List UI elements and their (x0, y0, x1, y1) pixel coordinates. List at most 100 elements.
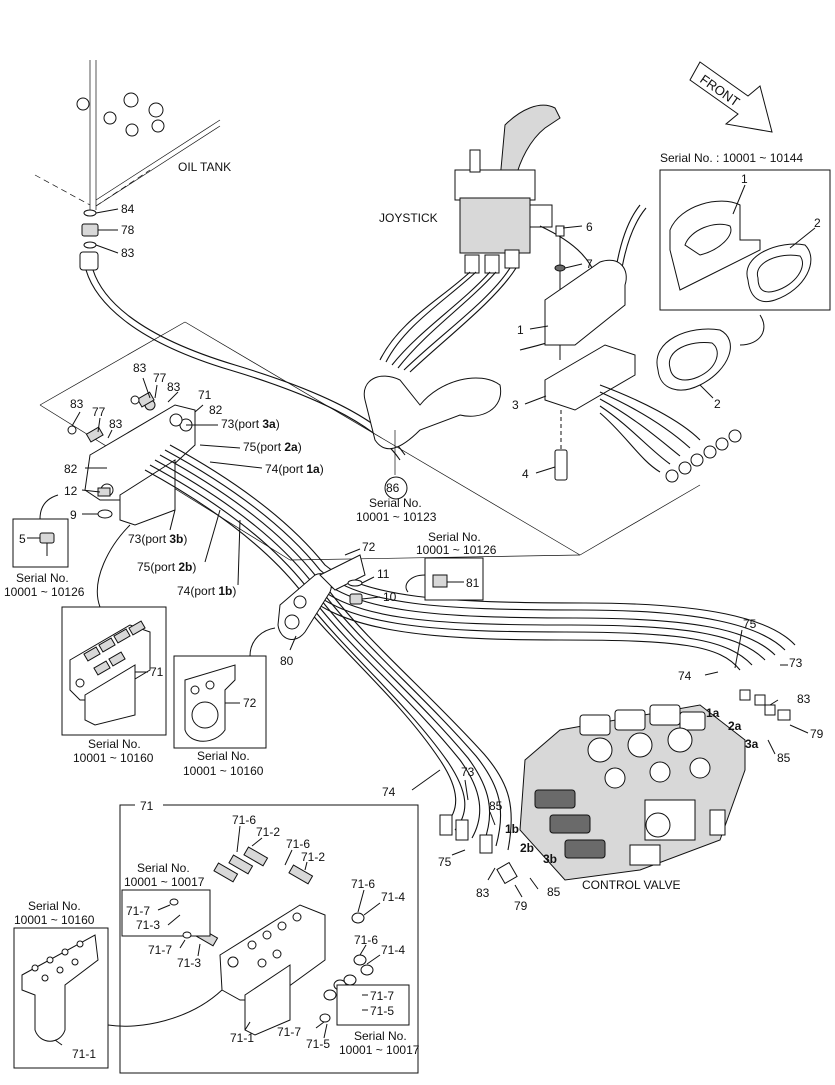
callout-79: 79 (810, 727, 824, 741)
serial-81-a: Serial No. (428, 530, 481, 544)
callout-6: 6 (586, 220, 593, 234)
callout-71-6: 71-6 (232, 813, 256, 827)
callout-85: 85 (777, 751, 791, 765)
callout-2-inset: 2 (814, 216, 821, 230)
hose-bundle (144, 444, 796, 851)
callout-85: 85 (489, 799, 503, 813)
serial-72-cap: Serial No. (197, 749, 250, 763)
callout-79: 79 (514, 899, 528, 913)
serial-71-val: 10001 ~ 10160 (73, 751, 154, 765)
joystick-label: JOYSTICK (379, 211, 438, 225)
port-3b: 3b (543, 852, 557, 866)
callout-71-6: 71-6 (286, 837, 310, 851)
callout-71-4: 71-4 (381, 943, 405, 957)
callout-4: 4 (522, 467, 529, 481)
serial-5-a: Serial No. (16, 571, 69, 585)
serial-711-b: 10001 ~ 10160 (14, 913, 95, 927)
callout-84: 84 (121, 202, 135, 216)
port-1b: 1b (505, 822, 519, 836)
upper-left-callouts (71, 377, 263, 586)
port-label-73-3b: 73(port 3b) (128, 532, 187, 546)
item-71-title: 71 (140, 799, 154, 813)
port-2a: 2a (728, 719, 742, 733)
callout-82: 82 (64, 462, 78, 476)
callout-3: 3 (512, 398, 519, 412)
port-label-75-2a: 75(port 2a) (243, 440, 302, 454)
serial-86-b: 10001 ~ 10123 (356, 510, 437, 524)
callout-73: 73 (789, 656, 803, 670)
serial-7175-box (336, 984, 410, 1026)
serial-7175-a: Serial No. (354, 1029, 407, 1043)
callout-83: 83 (70, 397, 84, 411)
serial-7175-b: 10001 ~ 10017 (339, 1043, 420, 1057)
front-arrow-icon (689, 61, 773, 133)
callout-11: 11 (377, 567, 390, 581)
serial-5-b: 10001 ~ 10126 (4, 585, 85, 599)
callout-71-7: 71-7 (370, 989, 394, 1003)
callout-72: 72 (362, 540, 376, 554)
callout-77: 77 (153, 371, 167, 385)
callout-12: 12 (64, 484, 78, 498)
callout-78: 78 (121, 223, 135, 237)
callout-10: 10 (383, 590, 397, 604)
serial-71-cap: Serial No. (88, 737, 141, 751)
serial-86-a: Serial No. (369, 496, 422, 510)
callout-71-2: 71-2 (301, 850, 325, 864)
callout-5: 5 (19, 532, 26, 546)
callout-2: 2 (714, 397, 721, 411)
callout-1-inset: 1 (741, 172, 748, 186)
callout-71: 71 (198, 388, 212, 402)
fitting-bracket-71 (67, 391, 196, 526)
joystick-assembly (379, 104, 647, 373)
oil-tank-label: OIL TANK (178, 160, 231, 174)
callout-7: 7 (586, 257, 593, 271)
serial-10144: Serial No. : 10001 ~ 10144 (660, 151, 803, 165)
callout-71-7: 71-7 (148, 943, 172, 957)
callout-1: 1 (517, 323, 524, 337)
callout-75: 75 (438, 855, 452, 869)
callout-71-4: 71-4 (381, 890, 405, 904)
callout-9: 9 (70, 508, 77, 522)
callout-83: 83 (133, 361, 147, 375)
serial-7173-box (121, 889, 211, 937)
port-label-75-2b: 75(port 2b) (137, 560, 196, 574)
callout-86: 86 (386, 481, 400, 495)
callout-80: 80 (280, 654, 294, 668)
port-1a: 1a (706, 706, 720, 720)
callout-74: 74 (382, 785, 396, 799)
callout-81: 81 (466, 576, 480, 590)
port-label-74-1b: 74(port 1b) (177, 584, 236, 598)
serial-7173-b: 10001 ~ 10017 (124, 875, 205, 889)
control-valve (519, 689, 791, 881)
callout-83: 83 (109, 417, 123, 431)
callout-83: 83 (476, 886, 490, 900)
callout-83: 83 (121, 246, 135, 260)
callout-71-6: 71-6 (354, 933, 378, 947)
callout-71-2: 71-2 (256, 825, 280, 839)
callout-74: 74 (678, 669, 692, 683)
callout-71-7: 71-7 (126, 904, 150, 918)
port-2b: 2b (520, 841, 534, 855)
callout-83: 83 (797, 692, 811, 706)
port-3a: 3a (745, 737, 759, 751)
callout-71-7: 71-7 (277, 1025, 301, 1039)
callout-72: 72 (243, 696, 257, 710)
callout-85: 85 (547, 885, 561, 899)
callout-71-5: 71-5 (370, 1004, 394, 1018)
callout-71-1: 71-1 (72, 1047, 96, 1061)
callout-71-6: 71-6 (351, 877, 375, 891)
callout-71: 71 (150, 665, 164, 679)
callout-83: 83 (167, 380, 181, 394)
callout-77: 77 (92, 405, 106, 419)
serial-72-val: 10001 ~ 10160 (183, 764, 264, 778)
oil-tank (34, 60, 221, 210)
callout-73: 73 (461, 765, 475, 779)
bracket-assembly (544, 225, 742, 483)
serial-81-b: 10001 ~ 10126 (416, 543, 497, 557)
serial-7173-a: Serial No. (137, 861, 190, 875)
callout-71-3: 71-3 (136, 918, 160, 932)
serial-711-a: Serial No. (28, 899, 81, 913)
port-label-73-3a: 73(port 3a) (221, 417, 280, 431)
